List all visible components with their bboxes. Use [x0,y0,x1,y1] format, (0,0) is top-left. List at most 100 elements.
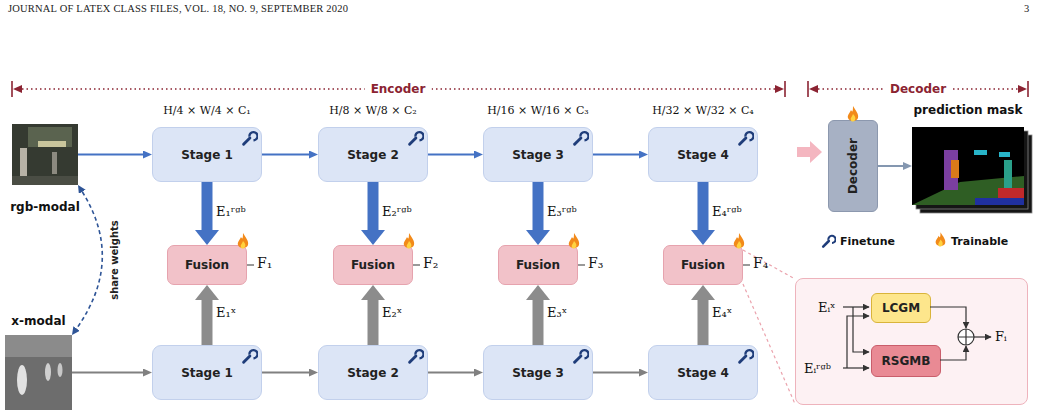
zoom-line [743,250,795,279]
prediction-mask-image: prediction mask [912,127,1024,205]
rgb-photo-person [20,148,27,178]
finetune-icon [575,350,589,362]
mask-region [1004,160,1012,188]
rgb-photo-detail [28,127,72,147]
span-bar [1027,81,1029,97]
trainable-icon [734,233,744,249]
mask-region [999,152,1010,157]
finetune-icon [410,350,424,362]
fused-feature-label: F₄ [753,255,768,271]
edge-label: E₃ˣ [547,305,567,320]
shared-weights-connector [77,192,103,329]
node-text: Fusion [516,258,560,272]
span-bar [784,81,786,97]
finetune-icon [244,350,258,362]
thermal-photo-person [45,363,51,381]
flow-arrow [428,372,474,374]
flow-arrow [72,372,143,374]
sum-symbol-cross [958,329,974,345]
inset-wire [974,336,991,337]
inset-wire [940,346,966,360]
span-head [1018,85,1027,93]
flow-arrow [593,372,639,374]
fused-feature-label: F₂ [423,255,438,271]
fused-feature-label: F₃ [588,255,603,271]
flow-arrow [533,300,544,345]
finetune-icon [575,132,589,144]
node-text: Stage 1 [181,148,233,162]
mask-region [975,198,1024,205]
flow-arrow [262,154,309,156]
node-text: LCGM [882,301,920,315]
fusion-block: Fusion [663,245,743,285]
edge-label: share weights [109,220,120,299]
flow-arrow [202,300,213,345]
trainable-icon [238,233,248,249]
rgb-photo-person [52,152,57,174]
flow-arrow [368,300,379,345]
sum-symbol [958,329,974,345]
mask-region [951,160,959,178]
legend-wrench-icon [823,236,835,247]
flow-arrow [698,300,709,345]
legend-flame-icon [936,232,946,246]
dimension-label: H/32 × W/32 × C₄ [652,104,754,117]
node-text: RSGMB [882,354,931,368]
flow-arrow [593,154,639,156]
node-text: Stage 3 [512,148,564,162]
inset-wire [843,306,869,307]
decoder-block: Decoder [828,120,878,212]
flow-arrow [878,165,903,167]
section-label: Encoder [365,81,432,97]
edge-label: E₂ˣ [382,305,402,320]
node-text: x-modal [0,314,82,328]
decoder-input-arrow [797,141,822,163]
trainable-icon [404,233,414,249]
mask-region [974,150,987,155]
node-text: Fᵢ [995,329,1007,344]
dimension-label: H/16 × W/16 × C₃ [487,104,589,117]
finetune-icon [410,132,424,144]
thermal-photo-person [58,363,63,377]
fusion-block: Fusion [167,245,247,285]
flow-arrow [202,182,213,230]
span-bar [807,81,809,97]
fusion-detail-inset: EᵢˣEᵢʳᵍᵇFᵢLCGMRSGMB [795,278,1028,405]
leader-line [247,264,254,265]
flow-arrow [262,372,309,374]
edge-label: E₁ʳᵍᵇ [216,204,246,219]
leader-line [743,264,750,265]
node-text: Fusion [185,258,229,272]
rsgmb-module: RSGMB [871,345,941,377]
encoder-stage: Stage 1 [152,127,262,182]
lcgm-module: LCGM [871,293,931,323]
edge-label: E₁ˣ [216,305,236,320]
finetune-icon [740,132,754,144]
dimension-label: H/4 × W/4 × C₁ [163,104,251,117]
flow-arrow [533,182,544,230]
flow-arrow [428,154,474,156]
flow-arrow [698,182,709,230]
inset-wire [843,367,869,368]
encoder-stage: Stage 3 [483,127,593,182]
node-text: Stage 4 [677,148,729,162]
encoder-stage: Stage 4 [648,127,758,182]
thermal-photo-detail [5,335,72,357]
rgb-photo-detail [38,141,66,147]
encoder-stage: Stage 2 [318,127,428,182]
node-text: Stage 2 [347,366,399,380]
span-head [775,85,784,93]
node-text: Stage 3 [512,366,564,380]
thermal-photo-person [17,365,27,395]
node-text: Fusion [681,258,725,272]
leader-line [578,264,585,265]
legend-text: Finetune [840,235,895,248]
rgb-photo-detail [12,176,78,185]
legend-text: Trainable [951,235,1008,248]
node-text: Eᵢʳᵍᵇ [804,361,831,376]
mask-image [912,127,1024,205]
span-head [13,85,22,93]
node-text: Decoder [846,138,860,194]
